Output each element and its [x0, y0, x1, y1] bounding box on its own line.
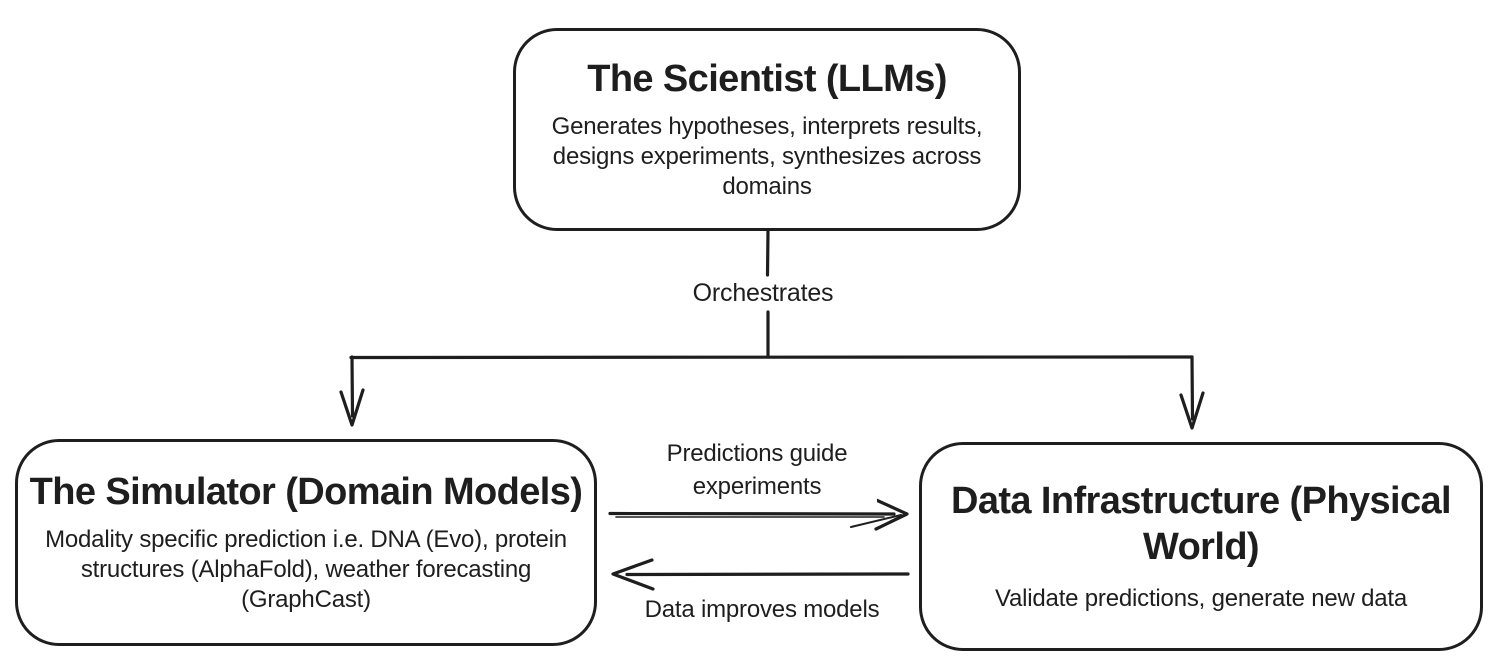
orchestrates-line-top [765, 229, 770, 277]
node-scientist-description: Generates hypotheses, interprets results… [551, 113, 983, 201]
node-simulator-title: The Simulator (Domain Models) [29, 470, 583, 513]
arrow-predictions-shaft [608, 511, 896, 516]
data-improves-edge-label: Data improves models [644, 596, 880, 624]
arrow-to-simulator-head [339, 388, 365, 427]
arrow-predictions-head-overdraw [850, 514, 902, 528]
node-simulator: The Simulator (Domain Models) Modality s… [15, 439, 597, 646]
orchestrates-edge-label: Orchestrates [692, 279, 834, 308]
node-scientist: The Scientist (LLMs) Generates hypothese… [513, 28, 1021, 231]
arrow-data-improves-shaft [625, 572, 910, 577]
branch-horizontal-line [349, 355, 1194, 360]
arrow-to-simulator-shaft [350, 355, 355, 418]
predictions-guide-edge-label: Predictions guide experiments [637, 437, 877, 503]
node-data-infrastructure: Data Infrastructure (Physical World) Val… [919, 442, 1483, 651]
node-scientist-title: The Scientist (LLMs) [587, 57, 947, 100]
node-data-infrastructure-title: Data Infrastructure (Physical World) [951, 479, 1452, 568]
node-simulator-description: Modality specific prediction i.e. DNA (E… [45, 526, 567, 614]
arrow-to-data-infrastructure-head [1179, 391, 1205, 430]
arrow-to-data-infrastructure-shaft [1190, 355, 1195, 421]
arrow-data-improves-head [611, 558, 655, 591]
arrow-predictions-head [872, 497, 909, 531]
node-data-infrastructure-description: Validate predictions, generate new data [994, 585, 1408, 613]
